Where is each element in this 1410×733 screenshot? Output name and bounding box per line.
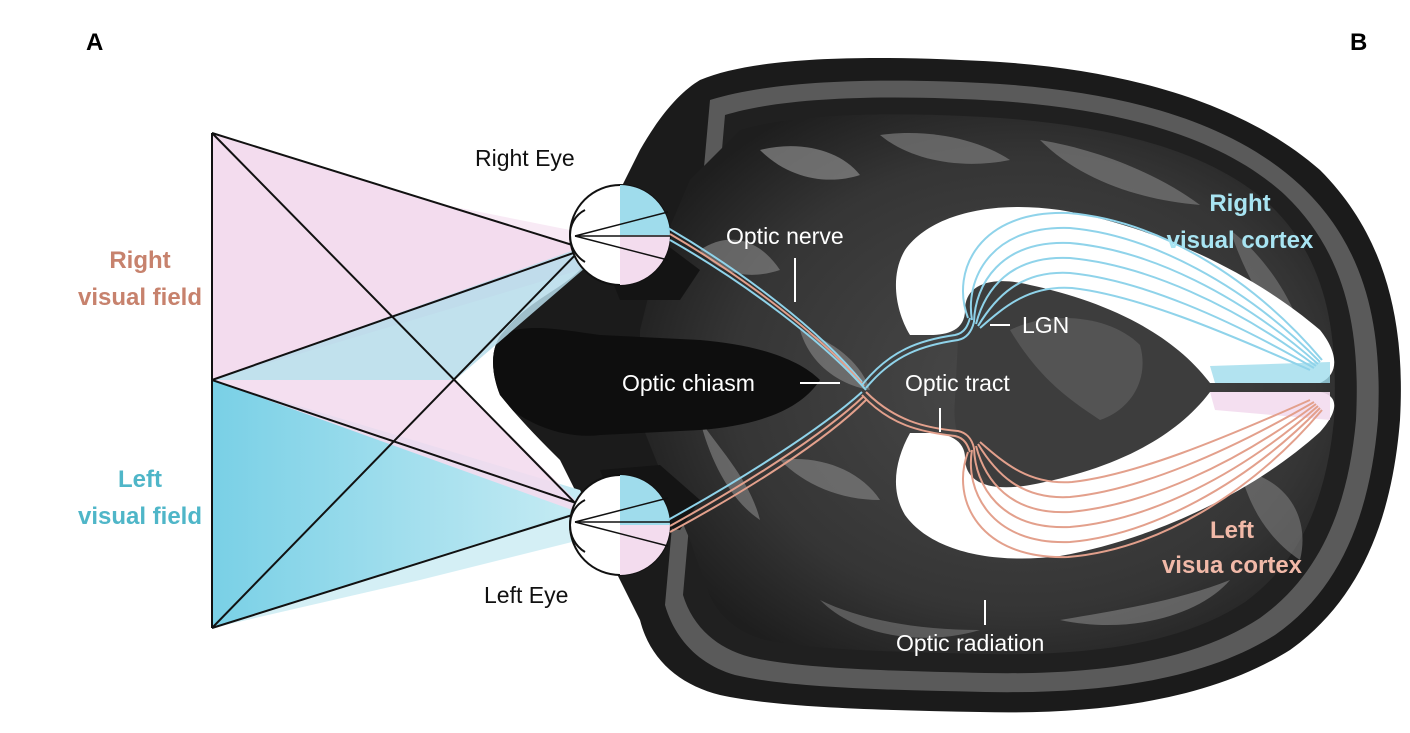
left-cortex-label-line1: Left: [1210, 517, 1254, 544]
visual-field-diagram: [211, 132, 620, 629]
left-eye-label: Left Eye: [484, 582, 568, 608]
panel-label-a: A: [86, 29, 103, 56]
optic-pathways: [667, 227, 975, 533]
radiation-channels: [895, 206, 1335, 559]
right-cortex-label-line1: Right: [1209, 190, 1270, 217]
panel-label-b: B: [1350, 29, 1367, 56]
optic-chiasm-label: Optic chiasm: [622, 370, 755, 396]
leader-lines: [794, 258, 1010, 625]
right-field-label-line1: Right: [109, 247, 170, 274]
lgn-label: LGN: [1022, 312, 1069, 338]
left-cortex-label-line2: visua cortex: [1162, 552, 1303, 579]
left-field-label-line2: visual field: [78, 503, 202, 530]
right-cortex-label-line2: visual cortex: [1167, 227, 1314, 254]
right-radiation-fibers: [962, 211, 1323, 371]
left-field-label-line1: Left: [118, 466, 162, 493]
right-eye-label: Right Eye: [475, 145, 575, 171]
right-eye: [569, 184, 671, 286]
optic-radiation-label: Optic radiation: [896, 630, 1044, 656]
optic-tract-label: Optic tract: [905, 370, 1010, 396]
optic-nerve-label: Optic nerve: [726, 223, 844, 249]
left-radiation-fibers: [962, 399, 1323, 559]
left-eye: [569, 474, 671, 576]
right-field-label-line2: visual field: [78, 284, 202, 311]
